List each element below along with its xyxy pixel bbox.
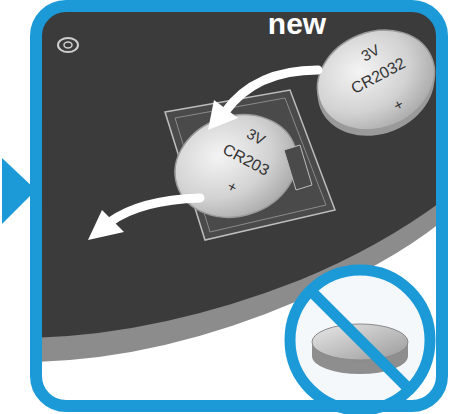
heading-text: new [268,9,326,39]
